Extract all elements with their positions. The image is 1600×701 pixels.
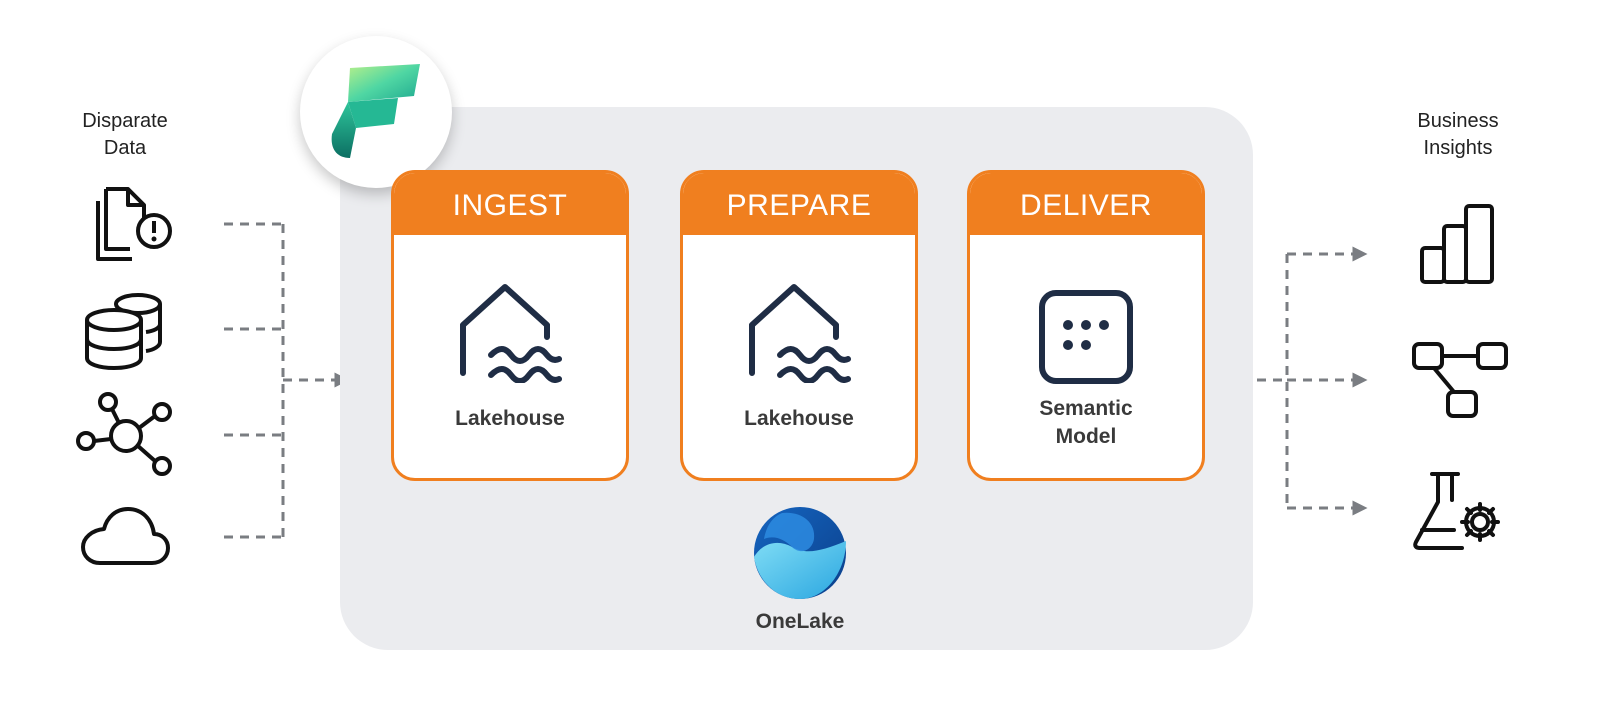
onelake-icon (754, 507, 846, 599)
workflow-icon (1412, 342, 1508, 418)
stage-ingest-header: INGEST (394, 173, 626, 235)
stage-prepare: PREPARE Lakehouse (680, 170, 918, 481)
stage-deliver-header: DELIVER (970, 173, 1202, 235)
stage-deliver-label-line1: Semantic (1039, 397, 1133, 420)
stage-deliver-label-line2: Model (1055, 425, 1117, 448)
disparate-data-title: Disparate Data (45, 108, 205, 162)
cloud-icon (81, 507, 170, 565)
disparate-data-line2: Data (103, 137, 147, 159)
disparate-data-line1: Disparate (82, 110, 168, 132)
fabric-logo-icon (331, 64, 420, 158)
business-insights-line1: Business (1417, 110, 1499, 132)
business-insights-title: Business Insights (1378, 108, 1538, 162)
business-insights-line2: Insights (1423, 137, 1493, 159)
semantic-model-icon (1039, 290, 1133, 384)
stage-prepare-label-line1: Lakehouse (744, 407, 854, 430)
bar-chart-icon (1420, 204, 1494, 284)
flask-gear-icon (1413, 472, 1500, 550)
stage-ingest-label-line1: Lakehouse (455, 407, 565, 430)
stage-deliver-label: Semantic Model (970, 395, 1202, 451)
lakehouse-icon (460, 284, 562, 383)
stage-prepare-label: Lakehouse (683, 405, 915, 433)
stage-deliver: DELIVER Semantic Model (967, 170, 1205, 481)
stage-ingest: INGEST Lakehouse (391, 170, 629, 481)
lakehouse-icon (749, 284, 851, 383)
stage-prepare-header: PREPARE (683, 173, 915, 235)
network-hub-icon (76, 392, 172, 476)
database-icon (85, 293, 162, 370)
stage-ingest-label: Lakehouse (394, 405, 626, 433)
fabric-logo (300, 36, 452, 188)
document-warning-icon (96, 187, 172, 261)
onelake-label: OneLake (755, 610, 845, 633)
